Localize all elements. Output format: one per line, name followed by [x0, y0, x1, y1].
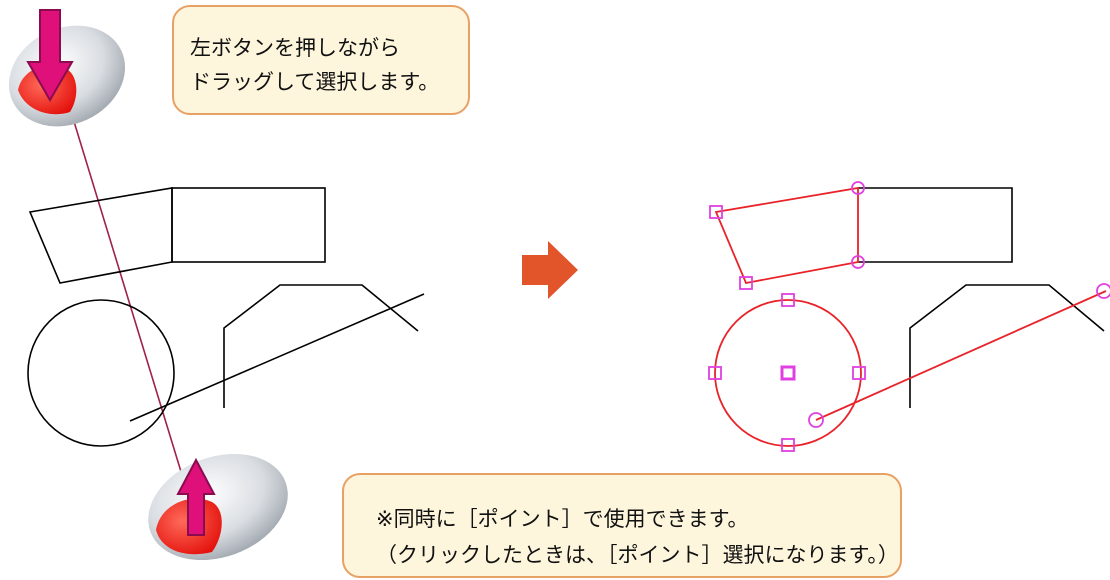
callout-note-line1: ※同時に［ポイント］で使用できます。	[376, 507, 749, 531]
square-handle	[739, 276, 753, 290]
right-rectangle-remaining-edges	[858, 187, 1013, 263]
right-arrow-icon	[522, 241, 578, 299]
right-unselected-shapes	[858, 187, 1105, 408]
callout-note-line2: （クリックしたときは、［ポイント］選択になります。）	[376, 543, 899, 567]
selected-trapezoid	[714, 186, 859, 285]
center-handle	[780, 365, 796, 381]
square-handle	[852, 366, 866, 380]
callout-instruction-line1: 左ボタンを押しながら	[190, 36, 400, 60]
selection-handles	[708, 181, 1110, 452]
left-diagonal-line	[129, 293, 425, 422]
circle-handle	[851, 181, 865, 195]
square-handle	[709, 205, 723, 219]
left-circle	[27, 299, 175, 447]
callout-instruction-line2: ドラッグして選択します。	[190, 70, 440, 94]
square-handle	[708, 366, 722, 380]
drag-selection-line	[71, 114, 187, 489]
left-rectangle	[171, 187, 326, 263]
left-trapezoid	[28, 187, 173, 284]
square-handle	[781, 293, 795, 307]
mouse-left-button-press-icon	[8, 9, 126, 127]
selected-diagonal-line	[815, 290, 1107, 421]
circle-handle	[851, 255, 865, 269]
callout-note: ※同時に［ポイント］で使用できます。 （クリックしたときは、［ポイント］選択にな…	[342, 473, 902, 578]
right-selected-shapes	[714, 186, 1107, 447]
circle-handle	[1096, 283, 1110, 299]
right-bracket-polyline	[909, 284, 1105, 408]
left-bracket-polyline	[223, 284, 419, 408]
mouse-left-button-release-icon	[148, 453, 288, 561]
callout-instruction: 左ボタンを押しながら ドラッグして選択します。	[172, 5, 470, 115]
circle-handle	[808, 412, 824, 428]
selected-circle	[714, 299, 862, 447]
square-handle	[781, 438, 795, 452]
left-unselected-shapes	[27, 187, 425, 447]
